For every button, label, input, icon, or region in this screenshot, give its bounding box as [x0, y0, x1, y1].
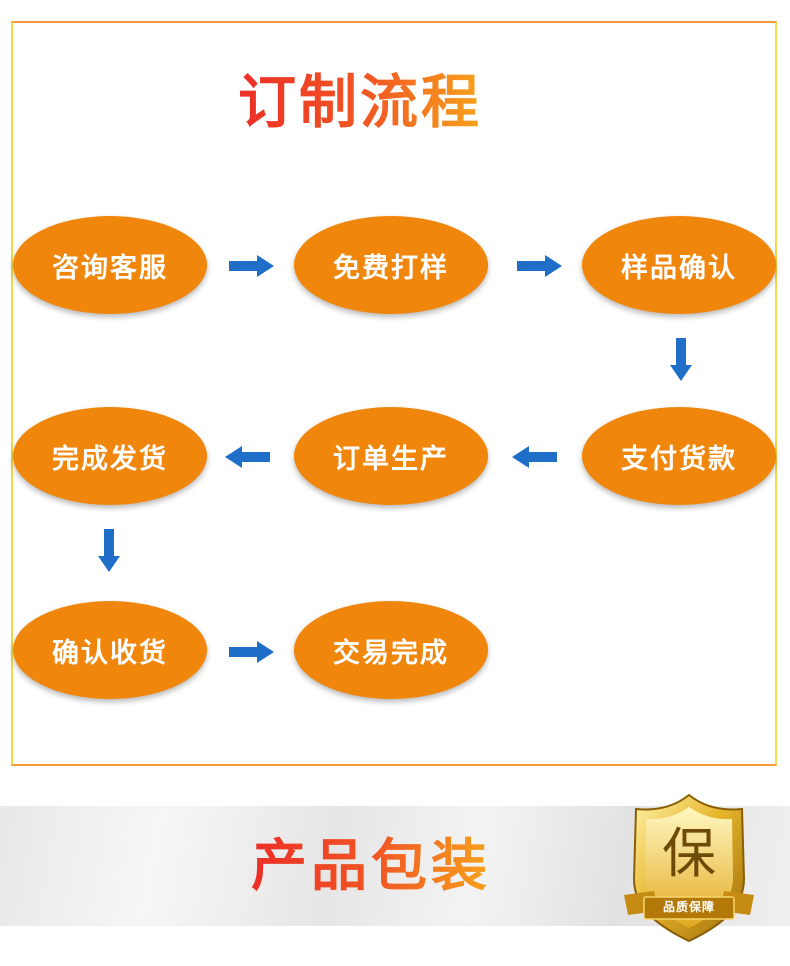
- step-payment: 支付货款: [582, 407, 776, 505]
- packaging-title: 产品包装: [251, 830, 491, 902]
- arrow-left-icon: [224, 445, 270, 469]
- arrow-right-icon: [517, 254, 563, 278]
- process-title: 订制流程: [238, 64, 482, 140]
- arrow-left-icon: [511, 445, 557, 469]
- step-sample-confirm: 样品确认: [582, 216, 776, 314]
- badge-character: 保: [662, 822, 716, 885]
- arrow-right-icon: [229, 254, 275, 278]
- step-shipping: 完成发货: [13, 407, 207, 505]
- arrow-right-icon: [229, 640, 275, 664]
- badge-ribbon-text: 品质保障: [662, 900, 715, 914]
- step-consult: 咨询客服: [13, 216, 207, 314]
- step-free-sample: 免费打样: [294, 216, 488, 314]
- step-production: 订单生产: [294, 407, 488, 505]
- arrow-down-icon: [669, 338, 693, 382]
- process-frame: [11, 21, 777, 766]
- arrow-down-icon: [97, 529, 121, 573]
- step-receipt: 确认收货: [13, 601, 207, 699]
- shield-icon: [624, 793, 754, 943]
- step-complete: 交易完成: [294, 601, 488, 699]
- quality-guarantee-badge: 保 品质保障: [618, 793, 760, 943]
